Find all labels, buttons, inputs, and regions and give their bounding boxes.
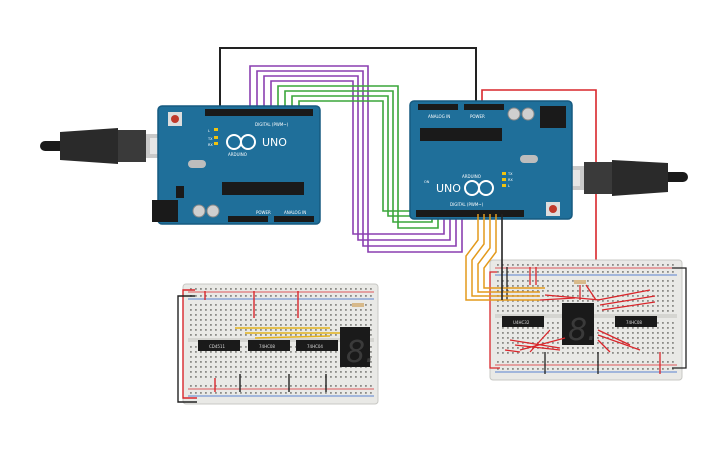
board-brand: ARDUINO xyxy=(228,152,247,157)
power-header[interactable] xyxy=(464,104,504,110)
digital-label: DIGITAL (PWM~) xyxy=(255,122,289,127)
chip-label: 74HC04 xyxy=(307,344,323,349)
crystal-icon xyxy=(520,155,538,163)
analog-label: ANALOG IN xyxy=(428,114,450,119)
analog-header[interactable] xyxy=(418,104,458,110)
chip-cd4511 xyxy=(198,340,240,351)
arduino-left[interactable]: UNO ARDUINO DIGITAL (PWM~) TX RX L POWER… xyxy=(152,105,321,225)
led-l-icon xyxy=(214,128,218,131)
chip-74hc04 xyxy=(296,340,338,351)
reset-button[interactable] xyxy=(549,205,557,213)
on-label: ON xyxy=(424,180,430,184)
board-logo: UNO xyxy=(436,182,461,195)
microcontroller-chip xyxy=(420,128,502,141)
power-jack-icon xyxy=(152,200,178,222)
tx-label: TX xyxy=(207,137,213,141)
power-label: POWER xyxy=(470,114,485,119)
analog-header[interactable] xyxy=(274,216,314,222)
tx-label: TX xyxy=(507,172,513,176)
analog-label: ANALOG IN xyxy=(284,210,306,215)
led-l-icon xyxy=(502,172,506,175)
chip-label: CD4511 xyxy=(209,344,226,349)
seven-segment-display xyxy=(562,303,594,345)
crystal-icon xyxy=(188,160,206,168)
resistor-icon xyxy=(574,280,586,284)
chip-label: 74HC08 xyxy=(626,320,642,325)
chip-label: U4HC32 xyxy=(513,320,530,325)
display-digit: 8. xyxy=(346,335,375,370)
digital-label: DIGITAL (PWM~) xyxy=(450,202,484,207)
l-label: L xyxy=(208,129,210,133)
board-brand: ARDUINO xyxy=(462,174,481,179)
capacitor-icon xyxy=(507,107,521,121)
wire-black-top[interactable] xyxy=(219,47,477,112)
display-digit: 8. xyxy=(568,313,597,348)
resistor-icon xyxy=(352,303,364,307)
arduino-right[interactable]: ANALOG IN POWER UNO ARDUINO TX RX L DIGI… xyxy=(409,100,573,220)
wire-bundle-orange[interactable] xyxy=(465,214,545,301)
rx-label: RX xyxy=(208,143,213,147)
power-header[interactable] xyxy=(228,216,268,222)
chip-u4hc32 xyxy=(502,316,544,327)
microcontroller-chip xyxy=(222,182,304,195)
usb-cable-left[interactable] xyxy=(40,128,174,164)
power-jack-icon xyxy=(540,106,566,128)
l-label: L xyxy=(508,184,510,188)
breadboard-right[interactable]: U4HC32 74HC08 8. xyxy=(489,259,687,381)
wire-bundle-purple[interactable] xyxy=(249,65,463,253)
power-label: POWER xyxy=(256,210,271,215)
chip-label: 74HC08 xyxy=(259,344,275,349)
breadboard-left[interactable]: CD4511 74HC08 74HC04 8. xyxy=(177,283,379,405)
capacitor-icon xyxy=(192,204,206,218)
usb-cable-right[interactable] xyxy=(556,160,688,196)
reset-button[interactable] xyxy=(171,115,179,123)
digital-header[interactable] xyxy=(416,210,524,217)
rx-label: RX xyxy=(508,178,513,182)
seven-segment-display xyxy=(340,327,370,367)
digital-header[interactable] xyxy=(205,109,313,116)
board-logo: UNO xyxy=(262,136,287,149)
chip-74hc08 xyxy=(615,316,657,327)
chip-74hc08 xyxy=(248,340,290,351)
